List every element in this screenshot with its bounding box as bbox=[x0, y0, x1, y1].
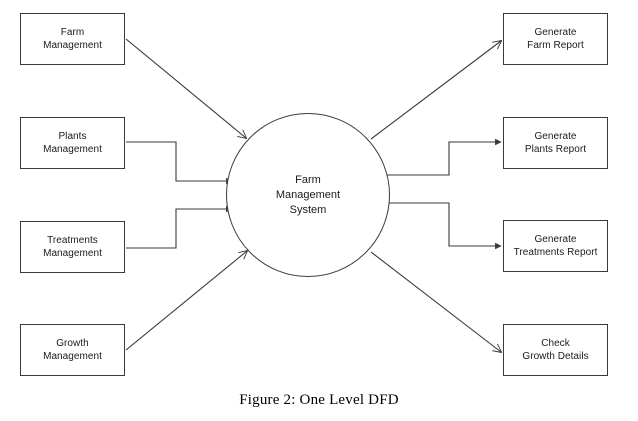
flow-farm-out bbox=[370, 40, 503, 140]
flow-treatments-in bbox=[126, 205, 233, 249]
entity-generate-farm-report[interactable]: Generate Farm Report bbox=[503, 13, 608, 65]
figure-caption: Figure 2: One Level DFD bbox=[239, 392, 399, 408]
entity-generate-treatments-report-label: Generate Treatments Report bbox=[513, 234, 598, 258]
entity-plants-management[interactable]: Plants Management bbox=[20, 117, 125, 169]
entity-farm-management[interactable]: Farm Management bbox=[20, 13, 125, 65]
entity-growth-management-label: Growth Management bbox=[43, 338, 102, 362]
flow-growth-in bbox=[125, 250, 249, 351]
flow-farm-in bbox=[125, 38, 248, 139]
entity-check-growth-details[interactable]: Check Growth Details bbox=[503, 324, 608, 376]
entity-farm-management-label: Farm Management bbox=[43, 27, 102, 51]
entity-generate-plants-report[interactable]: Generate Plants Report bbox=[503, 117, 608, 169]
entity-check-growth-details-label: Check Growth Details bbox=[522, 338, 589, 362]
entity-generate-plants-report-label: Generate Plants Report bbox=[524, 131, 587, 155]
flow-growth-out bbox=[370, 251, 503, 353]
entity-plants-management-label: Plants Management bbox=[43, 131, 102, 155]
process-label: Farm Management System bbox=[275, 173, 341, 216]
flow-plants-in bbox=[126, 141, 233, 185]
entity-growth-management[interactable]: Growth Management bbox=[20, 324, 125, 376]
process-farm-management-system[interactable]: Farm Management System bbox=[226, 113, 390, 277]
flow-plants-out bbox=[386, 138, 502, 176]
flow-treatments-out bbox=[386, 202, 502, 250]
entity-generate-farm-report-label: Generate Farm Report bbox=[527, 27, 584, 51]
entity-treatments-management-label: Treatments Management bbox=[43, 235, 102, 259]
entity-treatments-management[interactable]: Treatments Management bbox=[20, 221, 125, 273]
entity-generate-treatments-report[interactable]: Generate Treatments Report bbox=[503, 220, 608, 272]
